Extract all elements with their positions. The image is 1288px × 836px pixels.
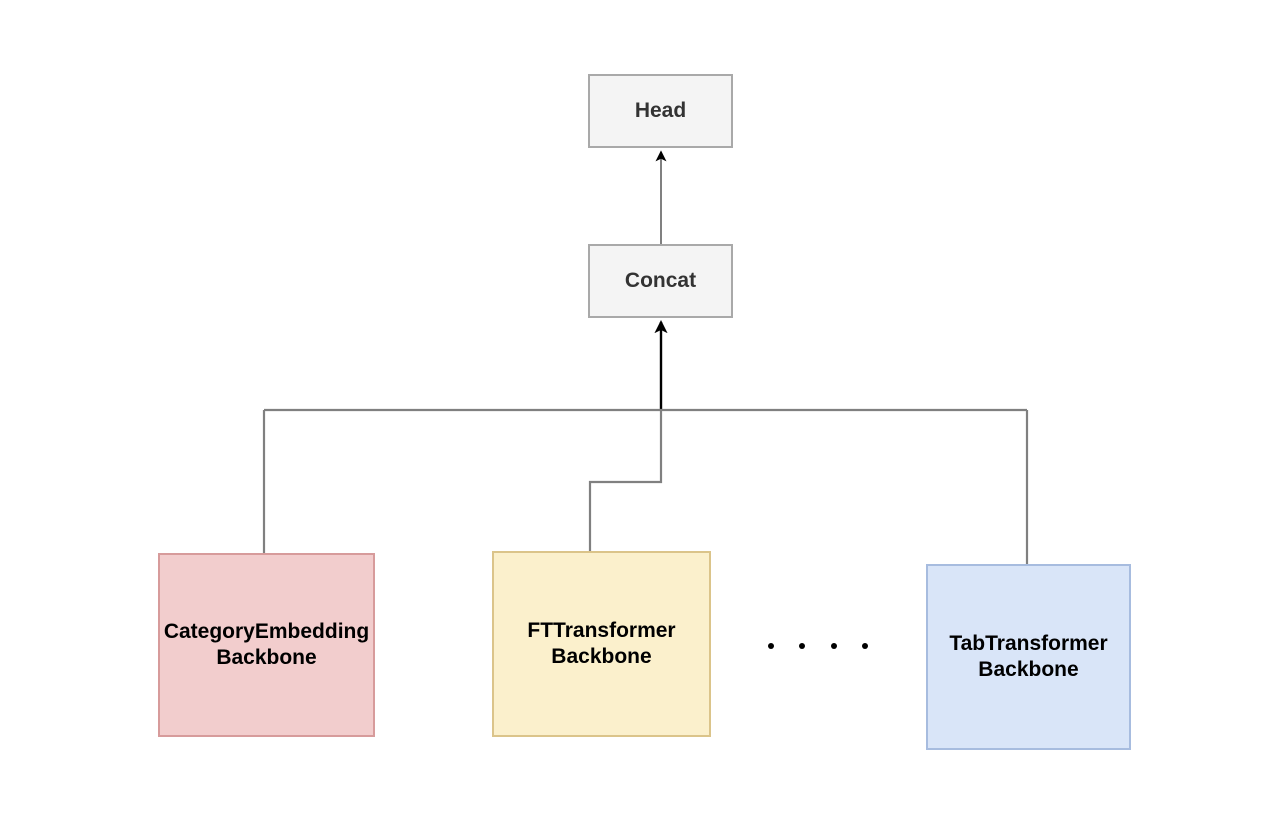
ellipsis-dot	[861, 643, 868, 649]
node-tabtransformer-backbone[interactable]: TabTransformer Backbone	[926, 564, 1131, 750]
node-fttransformer-backbone-label: FTTransformer Backbone	[527, 618, 676, 668]
ellipsis-dot	[799, 643, 806, 649]
edge-ft-transformer-to-bus	[588, 410, 663, 551]
ellipsis-dot	[768, 643, 774, 649]
node-concat-label: Concat	[624, 268, 697, 292]
node-category-embedding-backbone-label: CategoryEmbedding Backbone	[163, 619, 370, 669]
ellipsis-dot	[830, 643, 837, 649]
more-backbones-ellipsis	[768, 638, 868, 654]
node-concat[interactable]: Concat	[588, 244, 733, 318]
node-tabtransformer-backbone-label: TabTransformer Backbone	[949, 631, 1108, 681]
node-category-embedding-backbone[interactable]: CategoryEmbedding Backbone	[158, 553, 375, 737]
node-head[interactable]: Head	[588, 74, 733, 148]
node-head-label: Head	[634, 98, 687, 122]
node-fttransformer-backbone[interactable]: FTTransformer Backbone	[492, 551, 711, 737]
